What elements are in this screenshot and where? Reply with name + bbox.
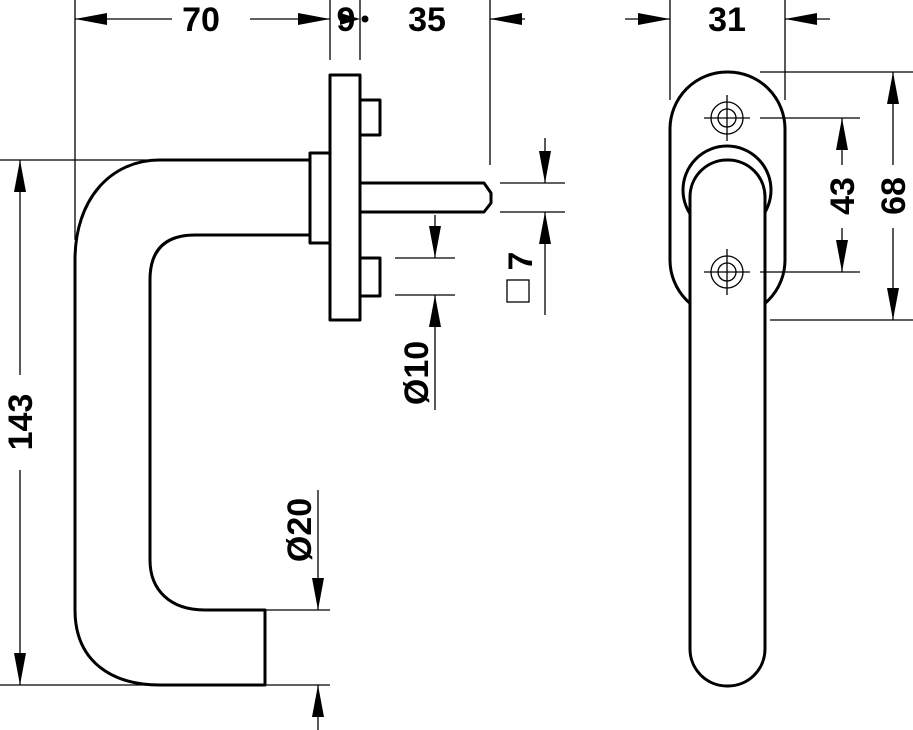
handle-neck — [308, 151, 332, 245]
dim-handle-length: 70 — [182, 1, 220, 39]
screw-symbol-top — [704, 95, 750, 141]
screw-head-top — [358, 98, 382, 137]
square-spindle — [358, 181, 493, 214]
dim-grip-diameter: Ø20 — [281, 498, 319, 562]
dim-rose-width: 31 — [708, 1, 746, 39]
handle-grip-outline — [73, 158, 312, 687]
dim-spindle-length: 35 — [408, 1, 446, 39]
front-view — [668, 70, 787, 688]
screw-head-bottom — [358, 256, 382, 298]
arrowheads — [14, 13, 899, 717]
front-lever — [688, 158, 767, 688]
dim-total-height: 143 — [2, 394, 40, 451]
screw-symbol-bottom — [704, 249, 750, 295]
dim-rose-height: 68 — [875, 177, 913, 215]
dim-rose-thickness: 9 — [337, 1, 356, 39]
rose-plate — [328, 73, 362, 322]
dim-spindle-square: 7 — [502, 252, 540, 271]
dim-screw-spacing: 43 — [824, 177, 862, 215]
side-view — [73, 73, 493, 687]
square-symbol-icon — [506, 279, 530, 303]
dim-neck-diameter: Ø10 — [398, 341, 436, 405]
